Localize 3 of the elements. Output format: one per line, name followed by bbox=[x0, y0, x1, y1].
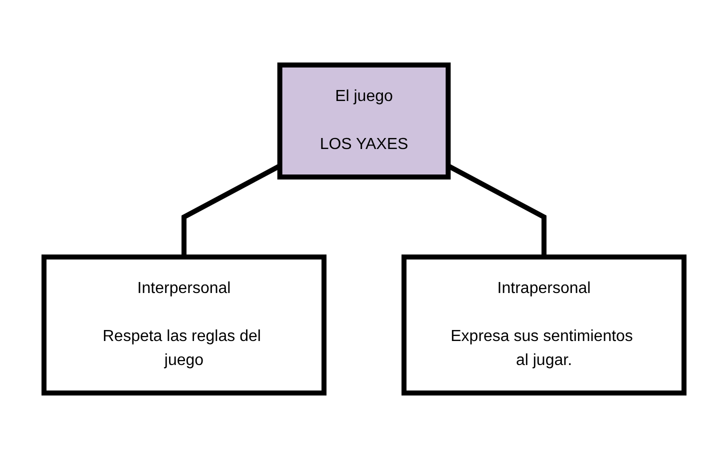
node-box: El juego LOS YAXES bbox=[276, 62, 450, 180]
node-box: Interpersonal Respeta las reglas del juego bbox=[41, 254, 326, 396]
node-box: Intrapersonal Expresa sus sentimientos al jugar. bbox=[401, 254, 686, 396]
